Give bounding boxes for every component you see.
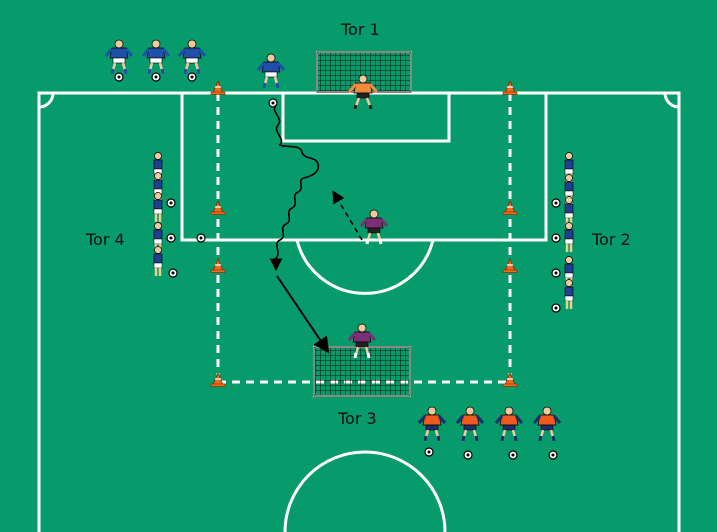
shot-path: [276, 275, 330, 354]
ball-icon: [151, 72, 161, 82]
center-circle: [283, 450, 447, 532]
blue-player-group-top: [104, 38, 207, 82]
ball-icon: [551, 303, 561, 313]
ball-icon: [508, 450, 518, 460]
corner-arc-left: [38, 92, 55, 109]
ball-icon: [166, 233, 176, 243]
ball-icon: [551, 233, 561, 243]
dribble-path: [269, 104, 320, 272]
corner-arc-right: [663, 92, 680, 109]
goal-label-tor4: Tor 4: [85, 230, 125, 249]
ball-icon: [196, 233, 206, 243]
goal-label-tor2: Tor 2: [591, 230, 631, 249]
goal-label-tor3: Tor 3: [337, 409, 377, 428]
goal-label-tor1: Tor 1: [340, 20, 380, 39]
pass-arrow: [332, 190, 363, 241]
goal-3-net-icon: [313, 346, 411, 397]
ball-icon: [424, 447, 434, 457]
ball-icon: [548, 450, 558, 460]
ball-icon: [166, 198, 176, 208]
ball-icon: [551, 198, 561, 208]
ball-icon: [114, 72, 124, 82]
ball-icon: [463, 450, 473, 460]
ball-icon: [168, 268, 178, 278]
ball-icon: [551, 268, 561, 278]
ball-icon: [187, 72, 197, 82]
penalty-arc: [295, 239, 435, 295]
